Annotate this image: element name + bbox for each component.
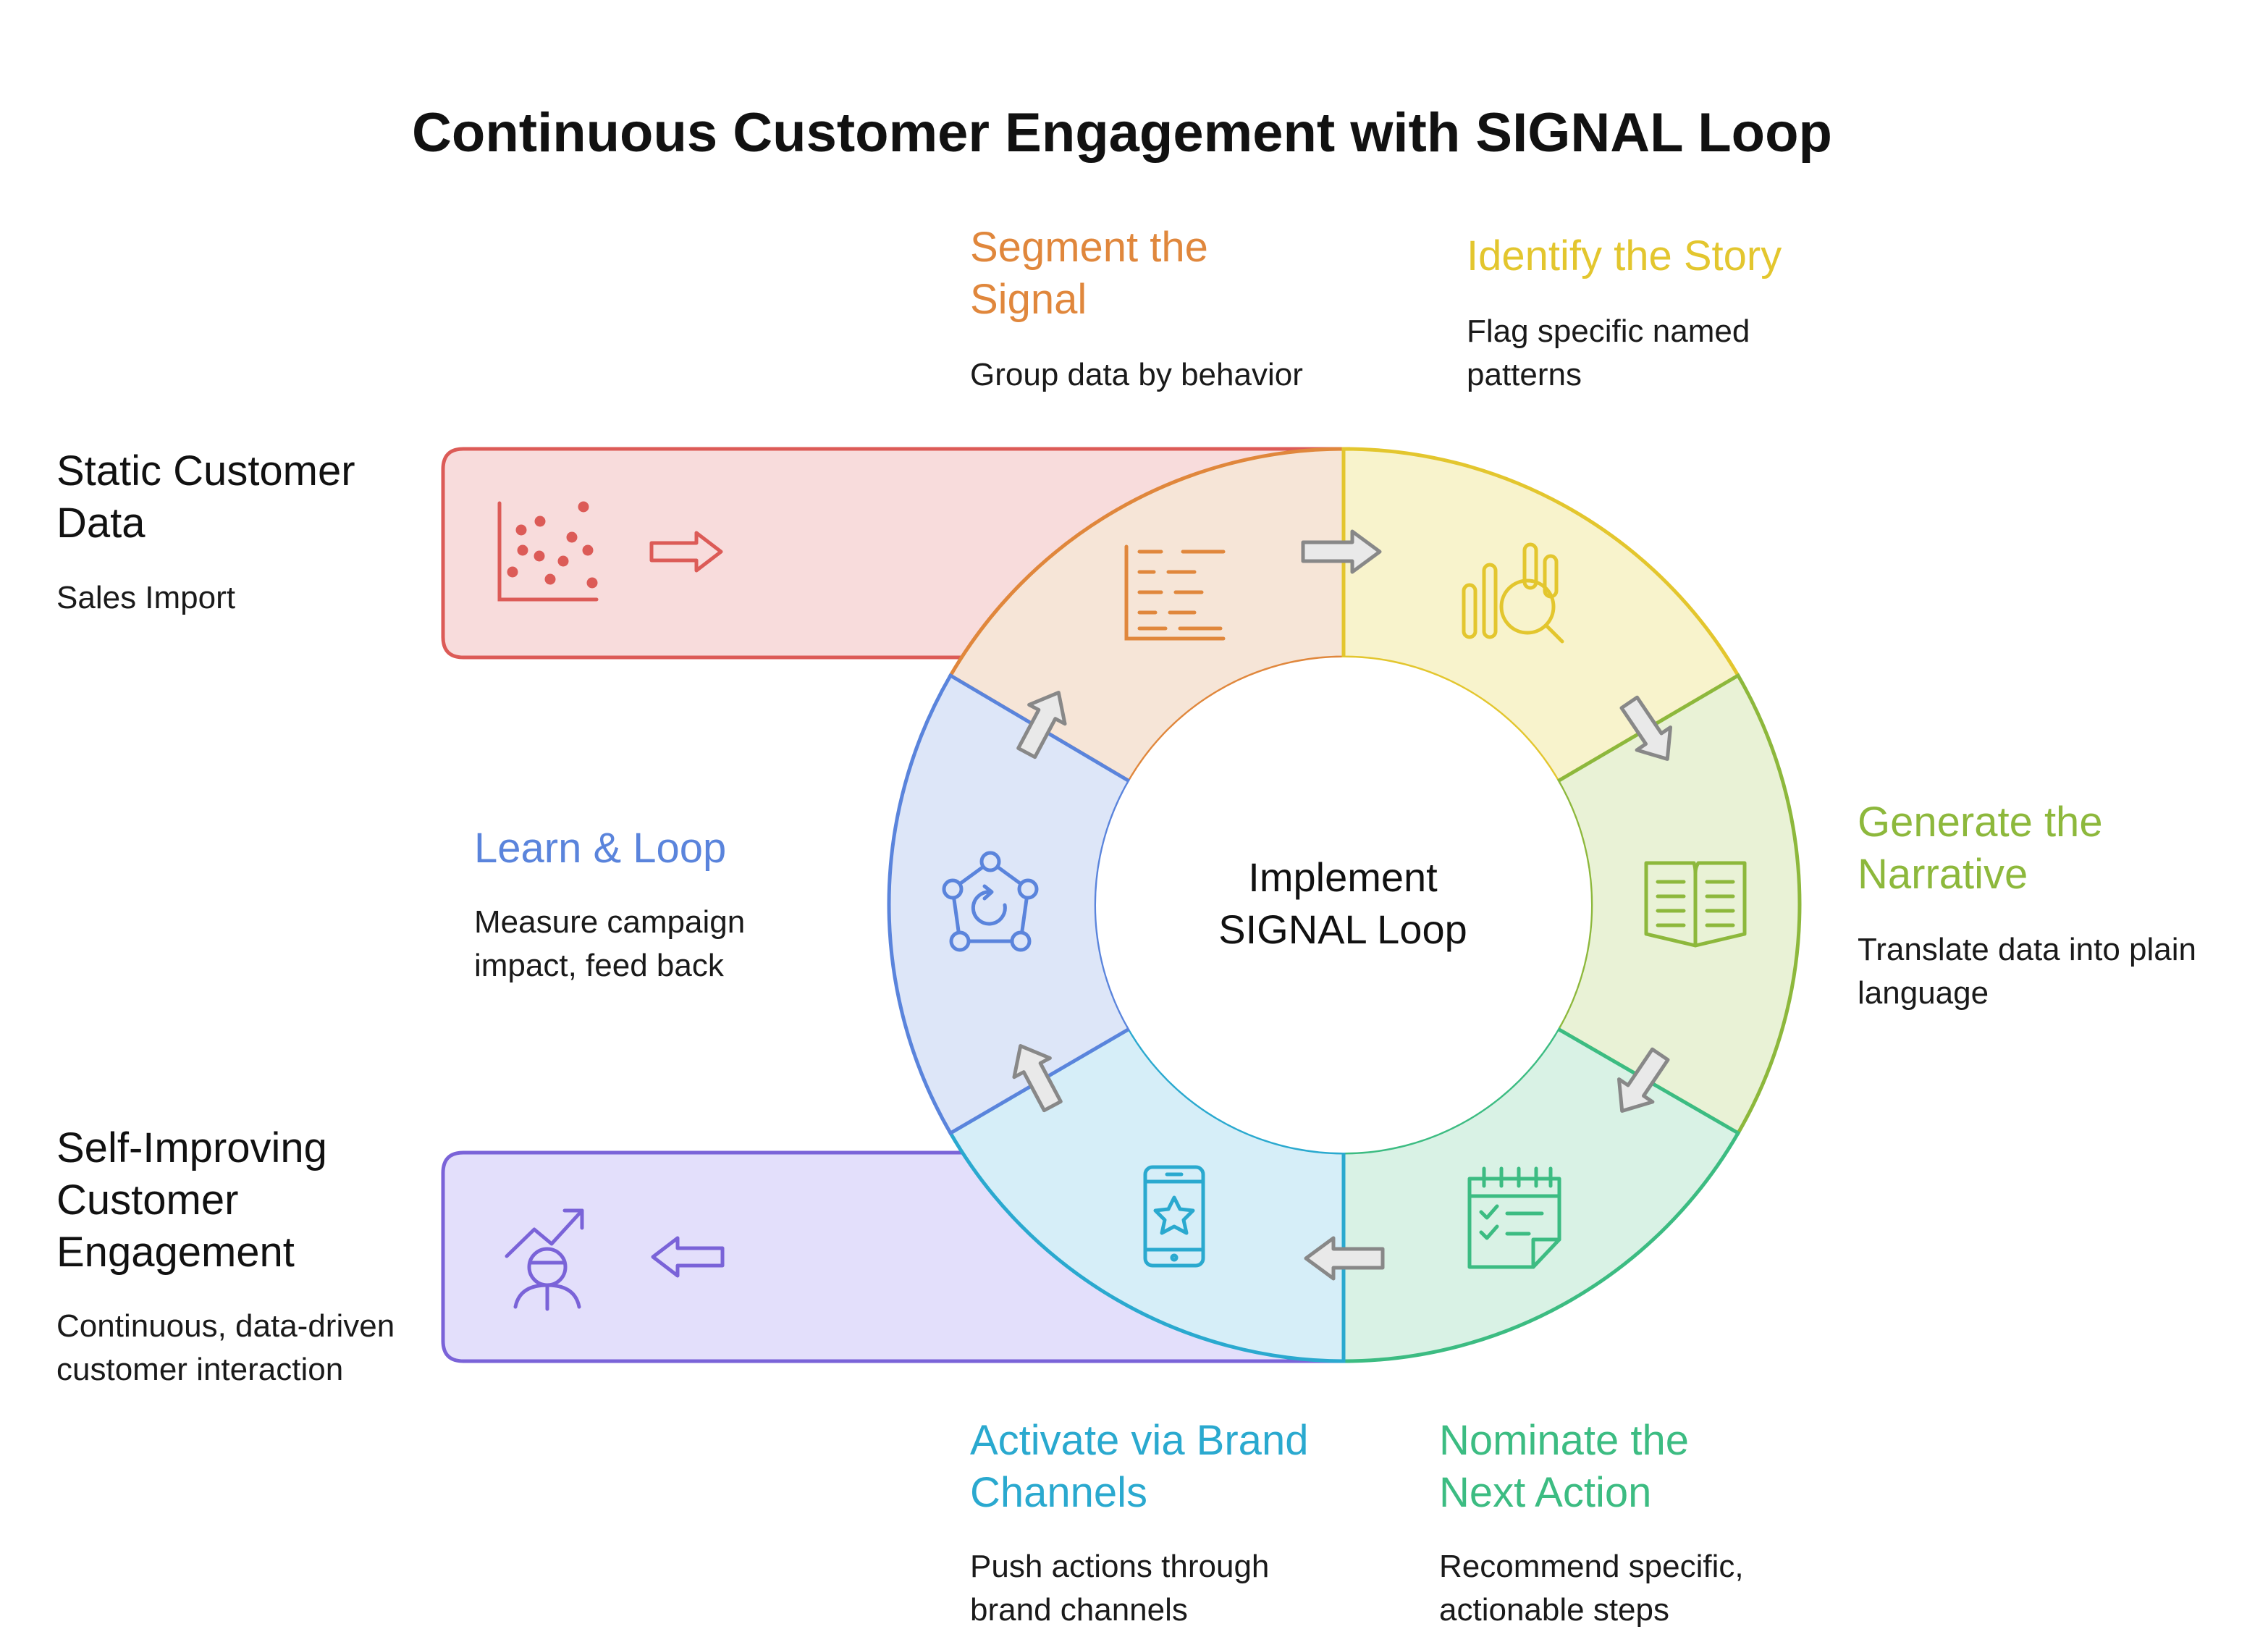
step-segment-title: Segment the Signal: [970, 222, 1208, 326]
step-nominate-desc: Recommend specific, actionable steps: [1439, 1545, 1744, 1632]
step-nominate-desc-line1: Recommend specific,: [1439, 1549, 1744, 1584]
center-label-line1: Implement: [1248, 854, 1438, 900]
output-title: Self-Improving Customer Engagement: [56, 1122, 327, 1279]
step-learn-title: Learn & Loop: [474, 825, 727, 872]
step-learn-desc: Measure campaign impact, feed back: [474, 901, 745, 988]
step-segment-title-line2: Signal: [970, 276, 1087, 323]
output-desc-line1: Continuous, data-driven: [56, 1308, 395, 1344]
flow-arrow-identify-generate: [1619, 695, 1673, 761]
step-generate-title-line2: Narrative: [1858, 851, 2028, 898]
step-identify-title: Identify the Story: [1467, 232, 1782, 279]
output-bar: [441, 1150, 1351, 1363]
center-circle: [1096, 657, 1591, 1153]
step-generate-desc-line2: language: [1858, 975, 1989, 1011]
calendar-checklist-icon: [1467, 1166, 1561, 1269]
step-nominate-desc-line2: actionable steps: [1439, 1592, 1669, 1628]
center-label: Implement SIGNAL Loop: [1126, 851, 1560, 956]
output-desc: Continuous, data-driven customer interac…: [56, 1305, 395, 1392]
flow-arrow-segment-identify: [1301, 529, 1382, 574]
step-nominate-title: Nominate the Next Action: [1439, 1415, 1689, 1519]
step-identify-desc-line2: patterns: [1467, 357, 1582, 392]
input-title-line1: Static Customer: [56, 447, 355, 495]
step-nominate-title-line1: Nominate the: [1439, 1417, 1689, 1464]
input-title: Static Customer Data: [56, 445, 355, 550]
flow-arrow-activate-learn: [1012, 1044, 1063, 1113]
step-nominate-title-line2: Next Action: [1439, 1469, 1652, 1516]
step-generate-title-line1: Generate the: [1858, 799, 2103, 846]
step-identify-desc: Flag specific named patterns: [1467, 310, 1750, 397]
input-bar: [441, 447, 1351, 660]
scatter-plot-icon: [497, 501, 599, 602]
step-generate-title: Generate the Narrative: [1858, 796, 2103, 901]
output-title-line3: Engagement: [56, 1229, 295, 1276]
flow-arrow-generate-nominate: [1616, 1047, 1670, 1113]
cycle-network-icon: [942, 851, 1039, 952]
step-generate-desc-line1: Translate data into plain: [1858, 932, 2196, 967]
flow-arrow-learn-segment: [1016, 691, 1067, 759]
output-title-line1: Self-Improving: [56, 1124, 327, 1171]
page-title: Continuous Customer Engagement with SIGN…: [412, 102, 1832, 164]
output-title-line2: Customer: [56, 1177, 239, 1224]
center-label-line2: SIGNAL Loop: [1218, 906, 1467, 952]
output-desc-line2: customer interaction: [56, 1352, 344, 1387]
input-title-line2: Data: [56, 500, 146, 547]
step-activate-title-line2: Channels: [970, 1469, 1148, 1516]
step-learn-desc-line1: Measure campaign: [474, 904, 746, 940]
step-activate-desc: Push actions through brand channels: [970, 1545, 1269, 1632]
segment-list-icon: [1124, 544, 1226, 641]
step-activate-title: Activate via Brand Channels: [970, 1415, 1308, 1519]
chart-magnifier-icon: [1462, 542, 1564, 644]
open-book-icon: [1644, 861, 1747, 948]
arrow-left-icon: [651, 1236, 725, 1278]
input-desc: Sales Import: [56, 580, 235, 615]
flow-arrow-nominate-activate: [1304, 1236, 1385, 1281]
step-activate-desc-line2: brand channels: [970, 1592, 1188, 1628]
arrow-right-icon: [649, 531, 723, 573]
step-activate-title-line1: Activate via Brand: [970, 1417, 1309, 1464]
phone-star-icon: [1143, 1165, 1205, 1268]
step-activate-desc-line1: Push actions through: [970, 1549, 1270, 1584]
step-identify-desc-line1: Flag specific named: [1467, 313, 1750, 349]
growth-person-icon: [505, 1208, 584, 1311]
step-segment-title-line1: Segment the: [970, 224, 1208, 271]
step-learn-desc-line2: impact, feed back: [474, 948, 724, 983]
step-segment-desc: Group data by behavior: [970, 357, 1303, 392]
step-generate-desc: Translate data into plain language: [1858, 928, 2196, 1015]
